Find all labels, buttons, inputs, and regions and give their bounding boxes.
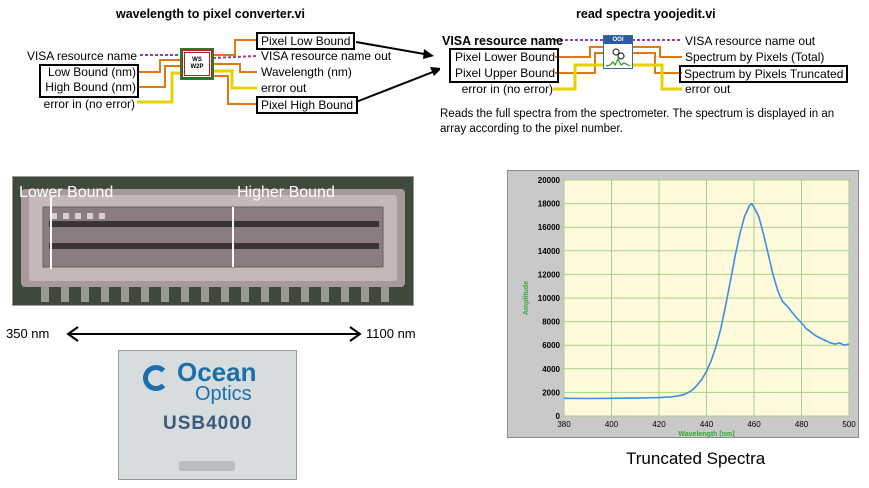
right-vi-icon: OOI [603, 35, 633, 69]
left-input-error-in: error in (no error) [43, 97, 135, 111]
left-output-pixel-high: Pixel High Bound [256, 96, 359, 114]
right-input-error-in: error in (no error) [461, 82, 553, 96]
y-tick-label: 2000 [542, 388, 560, 397]
device-brand-line1: Ocean [177, 357, 257, 387]
left-input-high-bound: High Bound (nm) [45, 80, 136, 94]
right-output-error-out: error out [685, 82, 731, 96]
right-output-total: Spectrum by Pixels (Total) [685, 50, 825, 64]
sensor-photo: Lower Bound Higher Bound [12, 176, 414, 306]
right-vi-wires [553, 39, 682, 91]
range-high-label: 1100 nm [366, 326, 416, 341]
left-inputs-box [39, 64, 139, 98]
right-input-pixel-upper: Pixel Upper Bound [454, 66, 555, 80]
y-tick-label: 6000 [542, 341, 560, 350]
x-tick-label: 380 [557, 420, 571, 429]
device-brand-line2: Optics [195, 383, 252, 405]
device-port [179, 461, 235, 471]
right-input-pixel-lower: Pixel Lower Bound [454, 50, 555, 64]
spectrum-chart: 380 400 420 440 460 480 500 0 2000 4000 6000 8000 10… [523, 176, 856, 438]
right-output-truncated: Spectrum by Pixels Truncated [679, 65, 849, 83]
right-output-visa-out: VISA resource name out [685, 34, 816, 48]
left-vi-wires [137, 39, 440, 105]
x-tick-label: 500 [842, 420, 856, 429]
x-axis-label: Wavelength [nm] [678, 431, 734, 437]
left-output-error-out: error out [261, 81, 307, 95]
left-input-low-bound: Low Bound (nm) [47, 65, 136, 79]
left-output-visa-out: VISA resource name out [261, 49, 392, 63]
x-tick-label: 440 [700, 420, 714, 429]
left-vi-title: wavelength to pixel converter.vi [116, 7, 305, 21]
spectrum-chart-panel: 380 400 420 440 460 480 500 0 2000 4000 6000 8000 10… [507, 170, 859, 438]
y-tick-label: 8000 [542, 318, 560, 327]
y-tick-label: 12000 [538, 270, 561, 279]
y-tick-label: 4000 [542, 365, 560, 374]
y-tick-label: 18000 [538, 200, 561, 209]
x-tick-label: 420 [652, 420, 666, 429]
sensor-higher-bound-label: Higher Bound [237, 184, 335, 201]
right-vi-title: read spectra yoojedit.vi [576, 7, 716, 21]
x-tick-label: 400 [605, 420, 619, 429]
y-tick-label: 20000 [538, 176, 561, 185]
device-logo-swirl-icon [143, 365, 169, 391]
right-input-visa: VISA resource name [442, 34, 564, 48]
left-input-visa: VISA resource name [26, 49, 137, 63]
y-axis-label: Amplitude [523, 281, 530, 315]
left-vi-icon: WS W2P [180, 48, 214, 80]
y-tick-label: 16000 [538, 223, 561, 232]
y-tick-label: 10000 [538, 294, 561, 303]
left-output-wavelength: Wavelength (nm) [261, 65, 352, 79]
left-vi-icon-text-1: WS [192, 57, 202, 63]
sensor-photo-drawing [13, 177, 413, 305]
right-vi-description: Reads the full spectra from the spectrom… [440, 108, 835, 135]
right-inputs-box [449, 48, 559, 83]
right-vi-icon-header: OOI [604, 36, 632, 44]
device-photo: Ocean Optics USB4000 [118, 350, 297, 480]
device-model: USB4000 [163, 413, 253, 434]
chart-caption: Truncated Spectra [626, 449, 766, 468]
range-double-arrow [66, 326, 362, 342]
x-tick-label: 460 [747, 420, 761, 429]
range-low-label: 350 nm [6, 326, 50, 341]
spectrum-glyph-icon [605, 48, 631, 67]
x-tick-label: 480 [795, 420, 809, 429]
sensor-lower-bound-label: Lower Bound [19, 184, 114, 201]
y-tick-label: 14000 [538, 247, 561, 256]
spectrum-series-line [563, 202, 850, 400]
left-vi-icon-text-2: W2P [190, 64, 204, 70]
left-output-pixel-low: Pixel Low Bound [256, 32, 356, 50]
y-tick-label: 0 [556, 412, 561, 421]
